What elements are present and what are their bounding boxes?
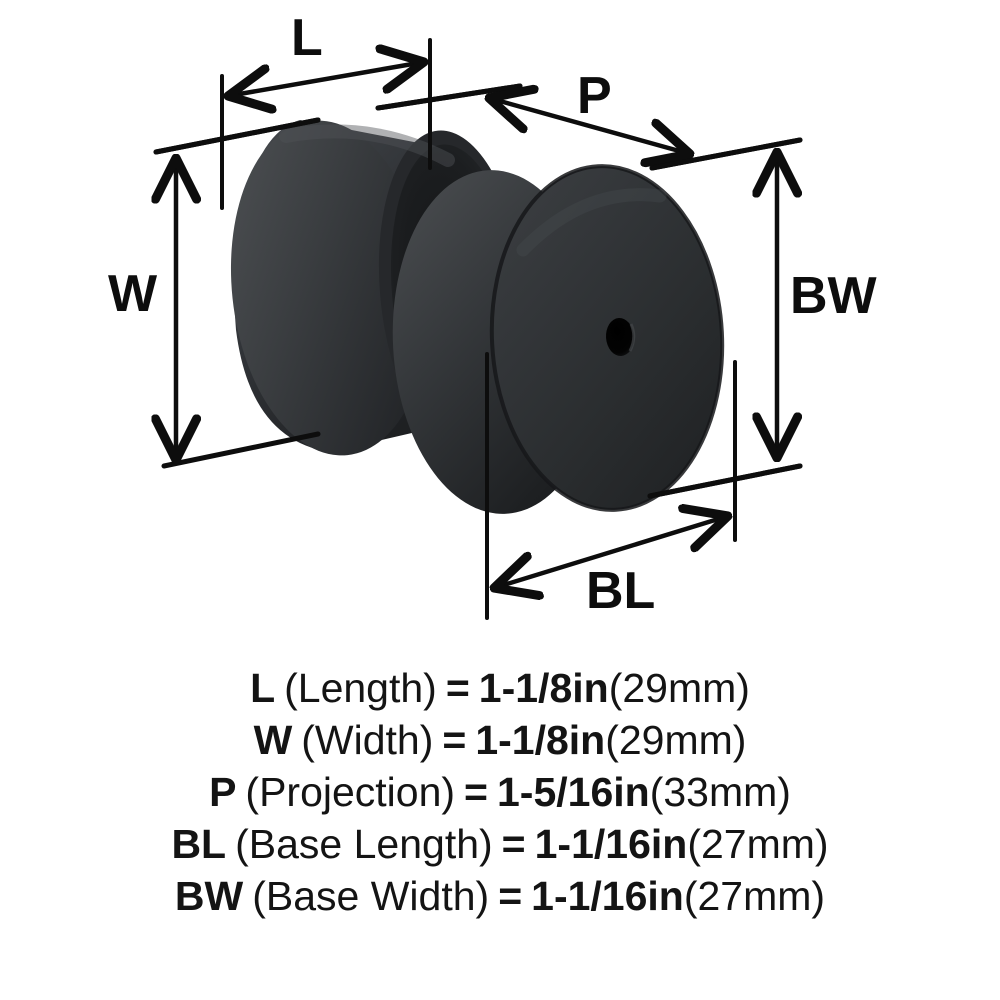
dimension-arrow-BL [494,516,728,588]
dimension-arrow-L [228,62,424,96]
specification-list: L(Length)=1-1/8in(29mm) W(Width)=1-1/8in… [0,662,1000,922]
spec-equals-BL: = [501,821,526,867]
spec-name-BL: (Base Length) [235,821,493,867]
spec-metric-BW: (27mm) [683,873,826,919]
spec-name-BW: (Base Width) [252,873,490,919]
spec-abbr-BL: BL [171,821,227,867]
spec-name-L: (Length) [284,665,437,711]
dimension-label-BL: BL [586,562,656,620]
spec-row-base-length: BL(Base Length)=1-1/16in(27mm) [171,818,828,870]
spec-equals-W: = [442,717,467,763]
diagram-canvas [0,38,803,620]
dimension-label-W: W [108,265,158,323]
dimension-label-L: L [291,9,323,67]
spec-imperial-W: 1-1/8in [475,717,606,763]
spec-metric-L: (29mm) [608,665,750,711]
spec-imperial-BL: 1-1/16in [534,821,688,867]
spec-abbr-W: W [253,717,293,763]
spec-name-W: (Width) [301,717,434,763]
spec-abbr-BW: BW [174,873,244,919]
dimension-lines [153,38,803,620]
spec-row-length: L(Length)=1-1/8in(29mm) [250,662,750,714]
dimension-arrow-P [489,98,690,154]
leader-P-left [375,83,523,111]
spec-imperial-BW: 1-1/16in [531,873,684,919]
product-dimension-diagram: L W P BW BL [0,9,877,620]
witness-line-W-bottom [161,431,321,469]
spec-name-P: (Projection) [245,769,456,815]
screw-hole-highlight [628,323,636,352]
leader-BL-right [647,463,803,499]
spec-equals-L: = [445,665,470,711]
spec-row-width: W(Width)=1-1/8in(29mm) [254,714,747,766]
spec-equals-BW: = [498,873,523,919]
spec-row-base-width: BW(Base Width)=1-1/16in(27mm) [175,870,825,922]
spec-metric-BL: (27mm) [687,821,829,867]
witness-line-BW-top [649,137,803,171]
spec-imperial-P: 1-5/16in [497,769,650,815]
dimension-label-P: P [577,67,612,125]
knob-left-cap [230,120,430,456]
dimension-label-BW: BW [790,267,877,325]
spec-abbr-L: L [250,665,276,711]
spec-metric-W: (29mm) [605,717,747,763]
spec-imperial-L: 1-1/8in [478,665,609,711]
spec-equals-P: = [464,769,488,815]
base-plate-sheen [516,188,667,257]
spec-metric-P: (33mm) [649,769,791,815]
knob-render [230,120,725,514]
spec-abbr-P: P [209,769,237,815]
witness-line-W-top [153,117,321,155]
screw-hole [605,318,635,356]
spec-row-projection: P(Projection)=1-5/16in(33mm) [209,766,791,818]
